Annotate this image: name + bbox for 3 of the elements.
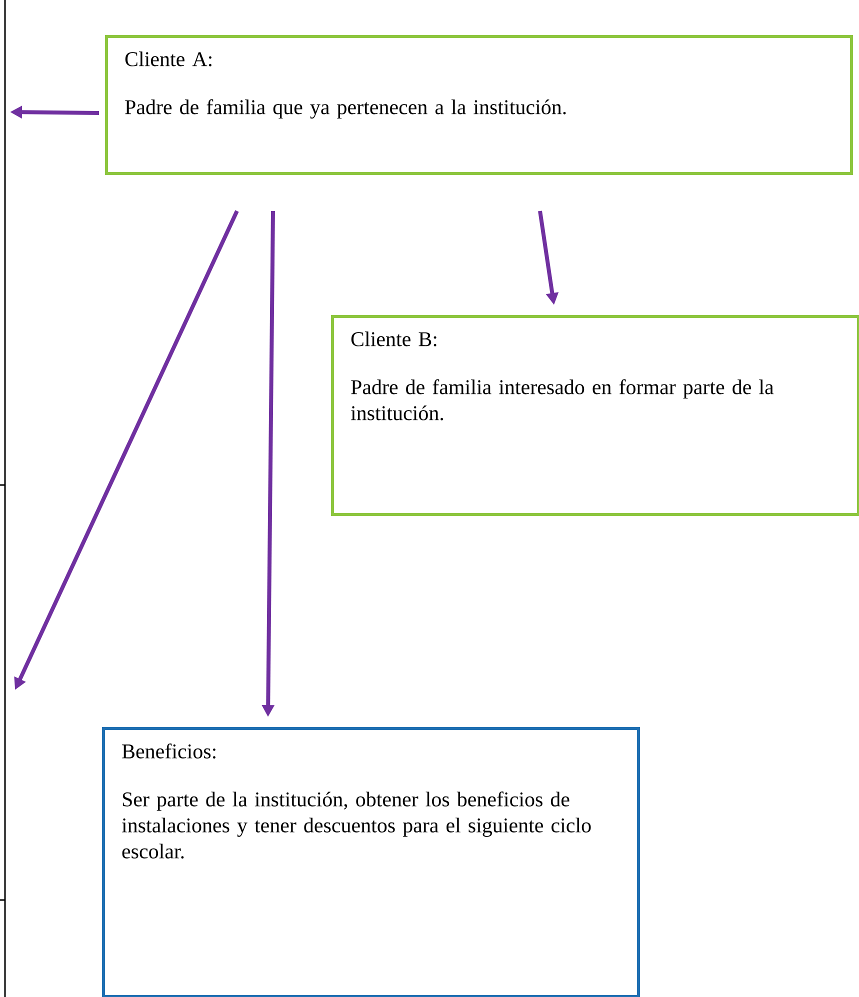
text-box: Beneficios: Ser parte de la institución, obtener los beneficios de instalaciones y tener descuentos para el siguiente ciclo escolar. (102, 727, 640, 997)
text-box: Cliente B: Padre de familia interesado en formar parte de la institución. (331, 315, 859, 516)
text-box: Cliente A: Padre de familia que ya pertenecen a la institución. (105, 35, 853, 175)
